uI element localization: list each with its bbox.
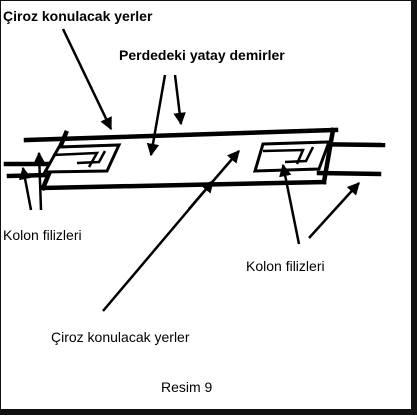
column-bar-right-bottom xyxy=(316,170,382,177)
arrow-kolon-left-2 xyxy=(33,151,46,211)
arrow-perde-1 xyxy=(146,74,167,157)
figure-caption: Resim 9 xyxy=(161,379,213,395)
label-kolon-left: Kolon filizleri xyxy=(3,227,82,243)
arrow-perde-2 xyxy=(173,74,186,126)
right-tie xyxy=(252,140,332,173)
arrow-kolon-right-1 xyxy=(279,163,301,245)
label-kolon-right: Kolon filizleri xyxy=(246,258,325,274)
callout-arrows xyxy=(18,28,360,312)
label-perde-yatay: Perdedeki yatay demirler xyxy=(119,47,285,63)
label-ciroz-top: Çiroz konulacak yerler xyxy=(3,8,153,24)
left-tie xyxy=(42,143,122,174)
arrow-ciroz-bottom-2 xyxy=(188,150,240,210)
arrow-kolon-left-1 xyxy=(18,166,33,211)
arrow-kolon-right-2 xyxy=(308,182,360,239)
wall-bar-top xyxy=(23,127,339,143)
label-ciroz-bottom: Çiroz konulacak yerler xyxy=(51,329,190,345)
wall-bar-bottom xyxy=(40,179,327,191)
arrow-ciroz-top xyxy=(61,28,113,131)
